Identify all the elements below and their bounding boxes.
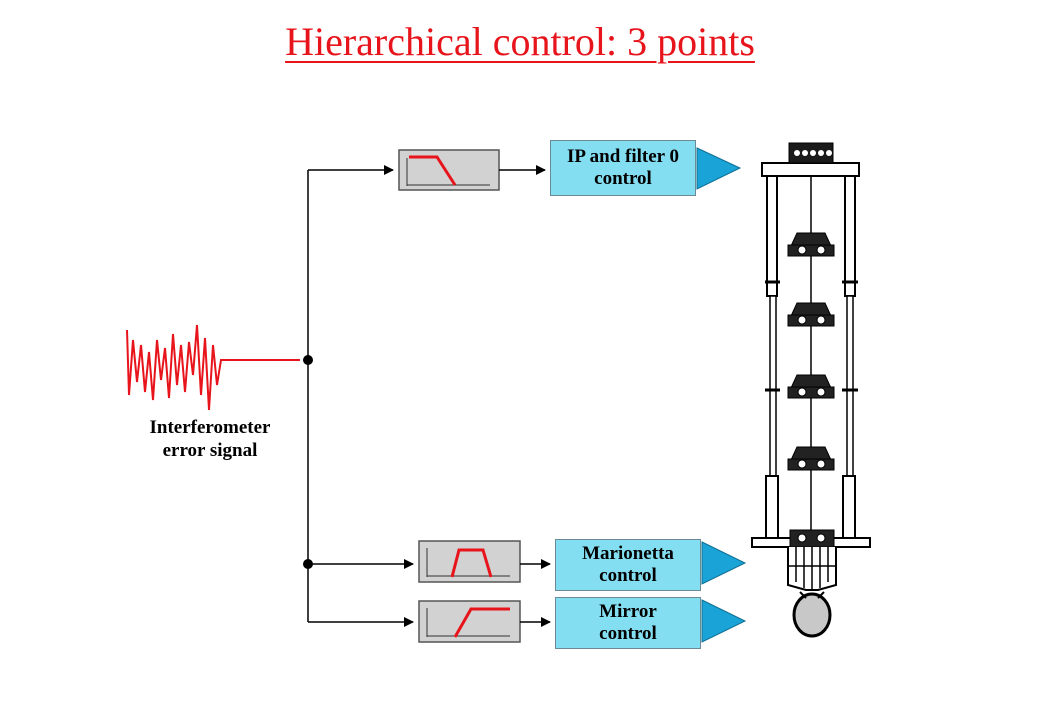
actuator-arrow-mirror: [701, 599, 747, 643]
input-signal-label-line1: Interferometer: [149, 417, 271, 438]
mirror-control-line2: control: [599, 623, 657, 644]
mirror-control-line1: Mirror: [599, 601, 657, 622]
input-signal-label: Interferometer error signal: [110, 416, 310, 462]
error-signal-waveform: [126, 324, 300, 411]
superattenuator-tower: [751, 142, 871, 638]
marionetta-control-line1: Marionetta: [582, 543, 674, 564]
page-title: Hierarchical control: 3 points: [285, 19, 755, 64]
marionetta-control-line2: control: [599, 565, 657, 586]
ip-control-line2: control: [594, 168, 652, 189]
actuator-arrow-ip: [696, 147, 742, 190]
ip-filter0-control-box: IP and filter 0 control: [550, 140, 696, 196]
filter-bandpass: [418, 540, 521, 583]
ip-control-line1: IP and filter 0: [566, 146, 680, 167]
filter-lowpass: [398, 149, 500, 191]
mirror-control-box: Mirror control: [555, 597, 701, 649]
filter-highpass: [418, 600, 521, 643]
marionetta-control-box: Marionetta control: [555, 539, 701, 591]
actuator-arrow-marionetta: [701, 541, 747, 585]
input-signal-label-line2: error signal: [162, 440, 258, 461]
